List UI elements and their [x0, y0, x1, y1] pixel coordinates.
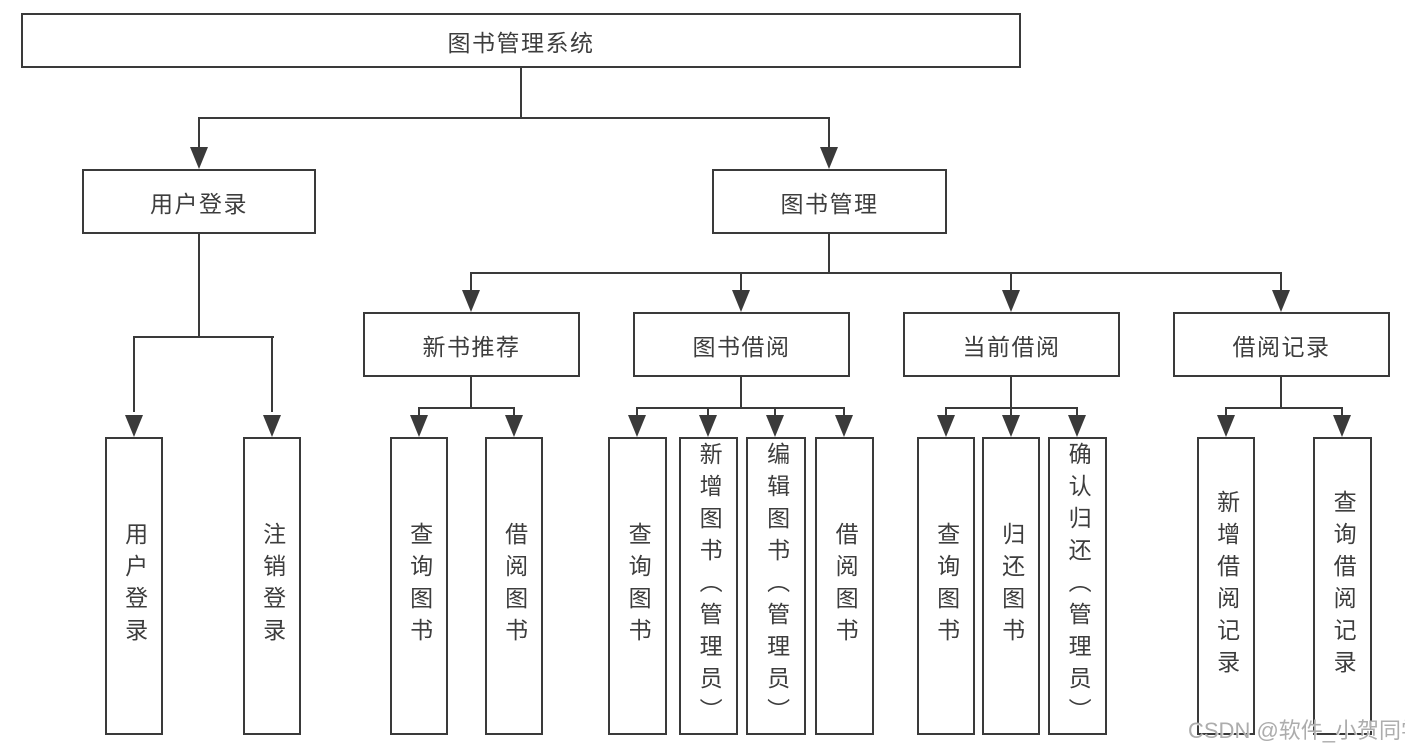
connector-vline: [1010, 407, 1012, 417]
arrowhead-down-icon: [628, 415, 646, 437]
node-label: 图书借阅: [692, 333, 791, 360]
node-label: 新增借阅记录: [1213, 490, 1240, 682]
arrowhead-down-icon: [766, 415, 784, 437]
node-user-login: 用户登录: [82, 169, 316, 234]
node-label: 查询图书: [406, 522, 433, 650]
connector-vline: [1341, 407, 1343, 417]
leaf-logout: 注销登录: [243, 437, 301, 735]
node-current-borrowing: 当前借阅: [903, 312, 1120, 377]
arrowhead-down-icon: [732, 290, 750, 312]
node-borrowing-records: 借阅记录: [1173, 312, 1390, 377]
csdn-watermark: CSDN @软件_小贺同学: [1188, 718, 1405, 743]
connector-hline: [133, 336, 274, 338]
node-label: 借阅图书: [501, 522, 528, 650]
node-label: 图书管理系统: [447, 29, 595, 56]
arrowhead-down-icon: [1272, 290, 1290, 312]
connector-vline: [271, 336, 273, 412]
leaf-query-books-current: 查询图书: [917, 437, 975, 735]
leaf-return-books: 归还图书: [982, 437, 1040, 735]
node-label: 查询借阅记录: [1330, 490, 1357, 682]
leaf-user-login: 用户登录: [105, 437, 163, 735]
connector-vline: [418, 407, 420, 417]
connector-vline: [470, 272, 472, 294]
leaf-confirm-return-admin: 确认归还（管理员）: [1048, 437, 1107, 735]
leaf-borrow-books-borrowing: 借阅图书: [815, 437, 874, 735]
connector-vline: [828, 117, 830, 151]
connector-vline: [1225, 407, 1227, 417]
node-label: 查询图书: [625, 522, 652, 650]
connector-vline: [198, 231, 200, 337]
arrowhead-down-icon: [835, 415, 853, 437]
arrowhead-down-icon: [410, 415, 428, 437]
connector-vline: [1076, 407, 1078, 417]
node-book-borrowing: 图书借阅: [633, 312, 850, 377]
leaf-query-books-recommend: 查询图书: [390, 437, 448, 735]
arrowhead-down-icon: [1002, 415, 1020, 437]
node-label: 新增图书（管理员）: [696, 442, 723, 730]
connector-hline: [1225, 407, 1343, 409]
leaf-edit-book-admin: 编辑图书（管理员）: [746, 437, 806, 735]
node-label: 借阅图书: [832, 522, 859, 650]
connector-vline: [1280, 375, 1282, 408]
arrowhead-down-icon: [1333, 415, 1351, 437]
connector-vline: [636, 407, 638, 417]
node-label: 编辑图书（管理员）: [763, 442, 790, 730]
node-label: 注销登录: [259, 522, 286, 650]
node-label: 新书推荐: [422, 333, 521, 360]
connector-vline: [740, 272, 742, 294]
arrowhead-down-icon: [1002, 290, 1020, 312]
node-label: 归还图书: [998, 522, 1025, 650]
connector-vline: [1280, 272, 1282, 294]
connector-vline: [198, 117, 200, 151]
leaf-borrow-books-recommend: 借阅图书: [485, 437, 543, 735]
arrowhead-down-icon: [1068, 415, 1086, 437]
connector-vline: [513, 407, 515, 417]
leaf-add-book-admin: 新增图书（管理员）: [679, 437, 738, 735]
connector-vline: [828, 232, 830, 273]
connector-vline: [740, 375, 742, 408]
connector-vline: [843, 407, 845, 417]
leaf-query-books-borrowing: 查询图书: [608, 437, 667, 735]
arrowhead-down-icon: [505, 415, 523, 437]
connector-hline: [470, 272, 1282, 274]
leaf-add-borrow-record: 新增借阅记录: [1197, 437, 1255, 735]
connector-vline: [1010, 375, 1012, 408]
connector-hline: [198, 117, 830, 119]
arrowhead-down-icon: [820, 147, 838, 169]
connector-vline: [774, 407, 776, 417]
node-book-management: 图书管理: [712, 169, 947, 234]
connector-vline: [945, 407, 947, 417]
arrowhead-down-icon: [190, 147, 208, 169]
connector-vline: [1010, 272, 1012, 294]
connector-vline: [133, 336, 135, 412]
connector-vline: [707, 407, 709, 417]
node-label: 图书管理: [780, 190, 879, 217]
node-label: 确认归还（管理员）: [1065, 442, 1092, 730]
node-label: 当前借阅: [962, 333, 1061, 360]
arrowhead-down-icon: [462, 290, 480, 312]
node-label: 查询图书: [933, 522, 960, 650]
node-label: 用户登录: [150, 190, 248, 217]
node-label: 用户登录: [121, 522, 148, 650]
arrowhead-down-icon: [937, 415, 955, 437]
node-label: 借阅记录: [1232, 333, 1331, 360]
connector-vline: [520, 66, 522, 118]
connector-vline: [470, 375, 472, 408]
connector-hline: [636, 407, 845, 409]
connector-hline: [418, 407, 515, 409]
node-library-system: 图书管理系统: [21, 13, 1021, 68]
arrowhead-down-icon: [699, 415, 717, 437]
leaf-query-borrow-record: 查询借阅记录: [1313, 437, 1372, 735]
node-new-book-recommendation: 新书推荐: [363, 312, 580, 377]
arrowhead-down-icon: [263, 415, 281, 437]
arrowhead-down-icon: [1217, 415, 1235, 437]
arrowhead-down-icon: [125, 415, 143, 437]
